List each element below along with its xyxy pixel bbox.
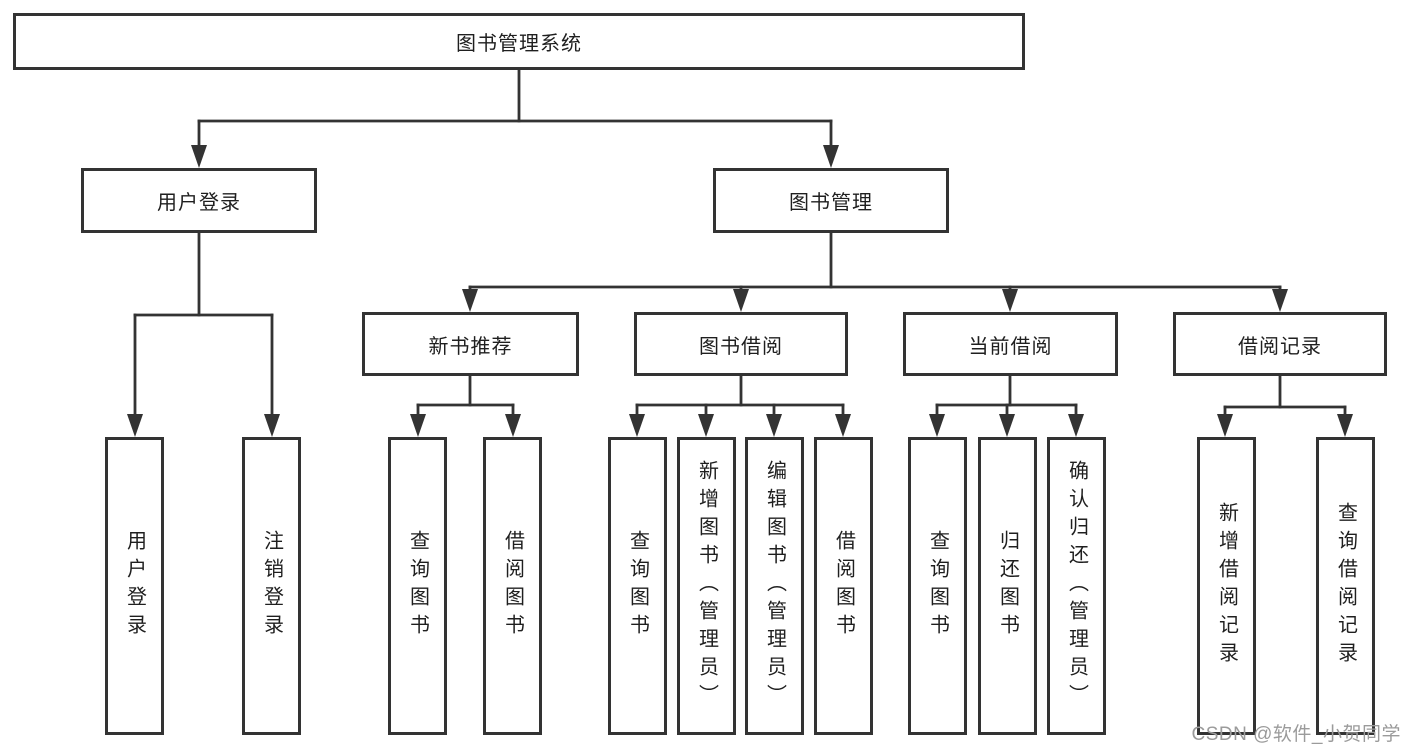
node-label: 新增借阅记录 (1215, 502, 1238, 670)
leaf-bb-query-books: 查询图书 (608, 437, 667, 735)
node-label: 查询图书 (406, 530, 429, 642)
arrowhead (410, 414, 426, 437)
node-root-library-system: 图书管理系统 (13, 13, 1025, 70)
connector-user-login-to-leaves (127, 231, 280, 437)
arrowhead (1272, 289, 1288, 312)
node-label: 查询借阅记录 (1334, 502, 1357, 670)
node-label: 归还图书 (996, 530, 1019, 642)
leaf-br-add-record: 新增借阅记录 (1197, 437, 1256, 735)
leaf-nbr-query-books: 查询图书 (388, 437, 447, 735)
csdn-watermark: CSDN @软件_小贺同学 (1191, 724, 1401, 745)
connector-book-borrowing-to-leaves (629, 374, 851, 437)
arrowhead (766, 414, 782, 437)
leaf-cb-confirm-return-admin: 确认归还（管理员） (1047, 437, 1106, 735)
node-label: 编辑图书（管理员） (763, 460, 786, 712)
connector-book-management-to-level3 (462, 231, 1288, 312)
leaf-cb-return-books: 归还图书 (978, 437, 1037, 735)
arrowhead (462, 289, 478, 312)
arrowhead (698, 414, 714, 437)
arrowhead (1002, 289, 1018, 312)
leaf-logout: 注销登录 (242, 437, 301, 735)
node-label: 确认归还（管理员） (1065, 460, 1088, 712)
leaf-bb-edit-books-admin: 编辑图书（管理员） (745, 437, 804, 735)
node-new-book-recommend: 新书推荐 (362, 312, 579, 376)
node-label: 用户登录 (123, 530, 146, 642)
node-label: 图书管理系统 (456, 33, 582, 55)
arrowhead (1337, 414, 1353, 437)
node-user-login: 用户登录 (81, 168, 317, 233)
arrowhead (127, 414, 143, 437)
arrowhead (823, 145, 839, 168)
arrowhead (191, 145, 207, 168)
node-label: 借阅记录 (1238, 335, 1322, 358)
connector-current-borrowing-to-leaves (929, 374, 1084, 437)
leaf-user-login: 用户登录 (105, 437, 164, 735)
node-label: 查询图书 (926, 530, 949, 642)
leaf-bb-borrow-books: 借阅图书 (814, 437, 873, 735)
connector-root-to-level2 (191, 68, 839, 168)
node-label: 用户登录 (157, 192, 241, 214)
arrowhead (999, 414, 1015, 437)
node-label: 新书推荐 (428, 335, 513, 358)
arrowhead (1068, 414, 1084, 437)
node-label: 查询图书 (626, 530, 649, 642)
node-label: 新增图书（管理员） (695, 460, 718, 712)
arrowhead (1217, 414, 1233, 437)
node-label: 图书管理 (789, 192, 873, 214)
node-label: 借阅图书 (832, 530, 855, 642)
node-book-borrowing: 图书借阅 (634, 312, 848, 376)
arrowhead (264, 414, 280, 437)
leaf-bb-add-books-admin: 新增图书（管理员） (677, 437, 736, 735)
node-label: 图书借阅 (699, 335, 783, 358)
arrowhead (629, 414, 645, 437)
node-label: 借阅图书 (501, 530, 524, 642)
node-borrowing-records: 借阅记录 (1173, 312, 1387, 376)
leaf-cb-query-books: 查询图书 (908, 437, 967, 735)
arrowhead (835, 414, 851, 437)
node-label: 注销登录 (260, 530, 283, 642)
connector-borrowing-records-to-leaves (1217, 374, 1353, 437)
node-current-borrowing: 当前借阅 (903, 312, 1118, 376)
arrowhead (929, 414, 945, 437)
connector-new-book-recommend-to-leaves (410, 374, 521, 437)
arrowhead (733, 289, 749, 312)
arrowhead (505, 414, 521, 437)
node-label: 当前借阅 (968, 335, 1053, 358)
leaf-br-query-record: 查询借阅记录 (1316, 437, 1375, 735)
node-book-management: 图书管理 (713, 168, 949, 233)
leaf-nbr-borrow-books: 借阅图书 (483, 437, 542, 735)
